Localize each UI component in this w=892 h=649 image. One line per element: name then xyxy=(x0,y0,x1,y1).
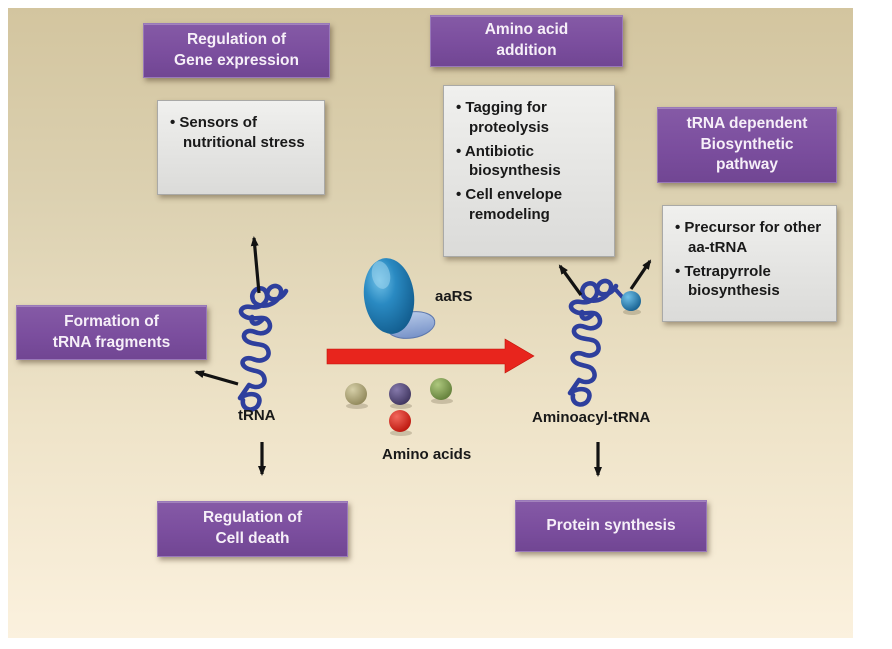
note-item-sensors: • Sensors of nutritional stress xyxy=(170,114,305,151)
trna-molecule-icon xyxy=(237,283,289,412)
note-item-tagging-proteolysis: • Tagging for proteolysis xyxy=(456,99,550,136)
category-box-cell-death: Regulation of Cell death xyxy=(157,501,348,557)
label-amino-acids: Amino acids xyxy=(382,446,472,463)
category-box-protein-synthesis: Protein synthesis xyxy=(515,500,707,552)
aminoacyl-trna-molecule-icon xyxy=(567,278,641,407)
note-item-precursor: • Precursor for other aa-tRNA xyxy=(675,219,822,256)
note-item-tetrapyrrole: • Tetrapyrrole biosynthesis xyxy=(675,262,780,300)
attached-amino-acid-ball xyxy=(621,291,641,311)
arrow-trna-to-sensors xyxy=(250,236,261,294)
note-item-antibiotic: • Antibiotic biosynthesis xyxy=(456,142,561,180)
note-box-tagging: • Tagging for proteolysis • Antibiotic b… xyxy=(443,85,615,257)
arrow-aminoacyl-to-precursor xyxy=(629,259,652,290)
note-item-cell-envelope: • Cell envelope remodeling xyxy=(456,186,563,223)
arrow-aminoacyl-to-tagging xyxy=(558,264,583,296)
category-box-trna-dependent-pathway: tRNA dependent Biosynthetic pathway xyxy=(657,107,837,183)
label-trna: tRNA xyxy=(238,407,276,424)
note-box-sensors: • Sensors of nutritional stress xyxy=(157,100,325,195)
aars-enzyme-icon xyxy=(363,258,436,339)
red-reaction-arrow xyxy=(326,338,535,374)
amino-acid-ball-red xyxy=(389,410,411,432)
category-box-amino-acid-addition: Amino acid addition xyxy=(430,15,623,67)
category-box-gene-expression: Regulation of Gene expression xyxy=(143,23,330,78)
arrow-trna-to-fragments xyxy=(194,370,239,386)
amino-acid-ball-purple xyxy=(389,383,411,405)
label-aminoacyl-trna: Aminoacyl-tRNA xyxy=(532,409,651,426)
amino-acid-balls xyxy=(345,378,453,436)
note-box-precursor: • Precursor for other aa-tRNA • Tetrapyr… xyxy=(662,205,837,322)
amino-acid-ball-green xyxy=(430,378,452,400)
amino-acid-ball-khaki xyxy=(345,383,367,405)
label-aars: aaRS xyxy=(435,288,473,305)
category-box-trna-fragments: Formation of tRNA fragments xyxy=(16,305,207,360)
